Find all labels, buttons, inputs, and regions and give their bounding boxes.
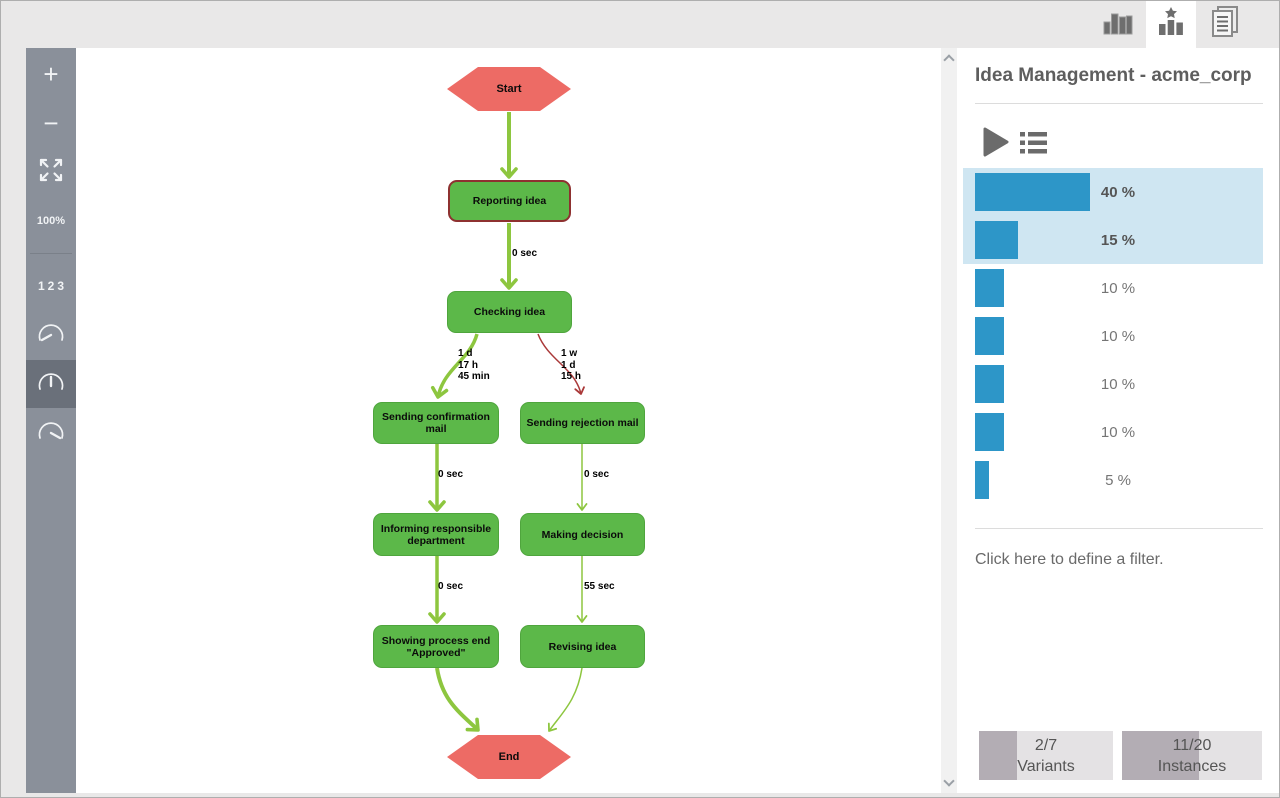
bar-chart-icon xyxy=(1103,9,1133,40)
node-start[interactable]: Start xyxy=(496,83,522,95)
process-canvas[interactable]: Start Reporting idea Checking idea Sendi… xyxy=(76,48,941,793)
node-revising-idea[interactable]: Revising idea xyxy=(520,625,645,668)
top-bar xyxy=(0,0,1280,48)
edge-label-confirmation-informing: 0 sec xyxy=(438,469,464,480)
gauge-high-icon xyxy=(36,420,66,447)
gauge-low-icon xyxy=(36,322,66,349)
variant-row-4[interactable]: 10 % xyxy=(963,312,1263,360)
scroll-up-icon[interactable] xyxy=(943,54,955,66)
fit-to-screen-button[interactable] xyxy=(26,148,76,196)
variant-row-5[interactable]: 10 % xyxy=(963,360,1263,408)
variant-bar xyxy=(975,269,1004,307)
variant-bar xyxy=(975,413,1004,451)
variant-bar xyxy=(975,173,1090,211)
node-informing-responsible-department[interactable]: Informing responsible department xyxy=(373,513,499,556)
edge-label-making-revising: 55 sec xyxy=(584,581,615,592)
variants-counter: 2/7 Variants xyxy=(979,731,1113,780)
node-sending-confirmation-mail[interactable]: Sending confirmation mail xyxy=(373,402,499,444)
gauge-mid-icon xyxy=(36,371,66,398)
variant-bar xyxy=(975,365,1004,403)
scroll-down-icon[interactable] xyxy=(943,775,955,787)
node-sending-rejection-mail[interactable]: Sending rejection mail xyxy=(520,402,645,444)
list-icon xyxy=(1020,132,1047,159)
panel-divider-bottom xyxy=(975,528,1263,529)
variant-percentage: 40 % xyxy=(1100,183,1136,201)
edge-label-rejection-making: 0 sec xyxy=(584,469,610,480)
variants-counter-fill xyxy=(979,731,1018,780)
edge-revising-end[interactable] xyxy=(547,667,583,732)
variants-star-chart-icon xyxy=(1158,6,1184,42)
document-log-icon xyxy=(1209,5,1239,43)
edge-showing-end[interactable] xyxy=(435,667,480,732)
instances-counter: 11/20 Instances xyxy=(1122,731,1262,780)
zoom-in-label: + xyxy=(43,59,59,89)
zoom-level-label: 100% xyxy=(36,215,66,227)
toolbar-divider xyxy=(30,253,72,254)
variant-list-view-button[interactable] xyxy=(1020,131,1047,160)
variant-percentage: 15 % xyxy=(1100,231,1136,249)
edge-label-informing-showing: 0 sec xyxy=(438,581,464,592)
variant-percentage: 5 % xyxy=(1105,471,1131,489)
variant-bar xyxy=(975,221,1018,259)
frequency-mode-button[interactable]: 123 xyxy=(26,262,76,310)
panel-divider-top xyxy=(975,103,1263,104)
node-making-decision[interactable]: Making decision xyxy=(520,513,645,556)
node-reporting-idea[interactable]: Reporting idea xyxy=(448,180,571,222)
edge-label-reporting-checking: 0 sec xyxy=(512,248,538,259)
edge-checking-confirmation[interactable] xyxy=(430,333,479,399)
performance-mid-button[interactable] xyxy=(26,360,76,408)
performance-low-button[interactable] xyxy=(26,311,76,359)
zoom-out-label: − xyxy=(43,108,59,138)
variant-list: 40 % 15 % 10 % 10 % 10 % 10 % 5 % xyxy=(963,168,1263,504)
play-icon xyxy=(983,127,1009,161)
node-end[interactable]: End xyxy=(498,751,520,763)
variant-percentage: 10 % xyxy=(1100,279,1136,297)
edge-checking-rejection[interactable] xyxy=(537,333,585,395)
start-node-hexagon[interactable] xyxy=(447,67,571,111)
node-showing-process-end-approved[interactable]: Showing process end "Approved" xyxy=(373,625,499,668)
variant-bar xyxy=(975,461,989,499)
instances-counter-label: Instances xyxy=(1157,757,1227,775)
canvas-scrollbar[interactable] xyxy=(941,48,957,793)
variant-bar xyxy=(975,317,1004,355)
variant-row-3[interactable]: 10 % xyxy=(963,264,1263,312)
variants-counter-value: 2/7 xyxy=(1034,736,1058,754)
filter-hint[interactable]: Click here to define a filter. xyxy=(975,551,1164,568)
variant-row-2[interactable]: 15 % xyxy=(963,216,1263,264)
variant-percentage: 10 % xyxy=(1100,423,1136,441)
variant-percentage: 10 % xyxy=(1100,375,1136,393)
expand-icon xyxy=(38,157,64,188)
performance-high-button[interactable] xyxy=(26,409,76,457)
zoom-level-indicator: 100% xyxy=(26,197,76,245)
tab-log[interactable] xyxy=(1196,0,1252,48)
node-checking-idea[interactable]: Checking idea xyxy=(447,291,572,333)
edge-label-checking-confirmation: 1 d 17 h 45 min xyxy=(458,348,490,382)
variant-row-7[interactable]: 5 % xyxy=(963,456,1263,504)
panel-title: Idea Management - acme_corp xyxy=(975,65,1252,86)
variant-percentage: 10 % xyxy=(1100,327,1136,345)
end-node-hexagon[interactable] xyxy=(447,735,571,779)
instances-counter-value: 11/20 xyxy=(1172,736,1212,754)
tab-frequency-chart[interactable] xyxy=(1090,0,1146,48)
edge-label-checking-rejection: 1 w 1 d 15 h xyxy=(561,348,582,382)
instances-counter-fill xyxy=(1122,731,1199,780)
variants-panel: Idea Management - acme_corp 40 % 15 % 10 %… xyxy=(957,48,1279,793)
variant-row-1[interactable]: 40 % xyxy=(963,168,1263,216)
variant-row-6[interactable]: 10 % xyxy=(963,408,1263,456)
frequency-label: 123 xyxy=(37,279,68,293)
play-animation-button[interactable] xyxy=(983,127,1009,162)
tab-variants[interactable] xyxy=(1146,0,1196,48)
variants-counter-label: Variants xyxy=(1017,757,1075,775)
zoom-out-button[interactable]: − xyxy=(26,99,76,147)
canvas-toolbar: + − 100% 123 xyxy=(26,48,76,793)
zoom-in-button[interactable]: + xyxy=(26,50,76,98)
